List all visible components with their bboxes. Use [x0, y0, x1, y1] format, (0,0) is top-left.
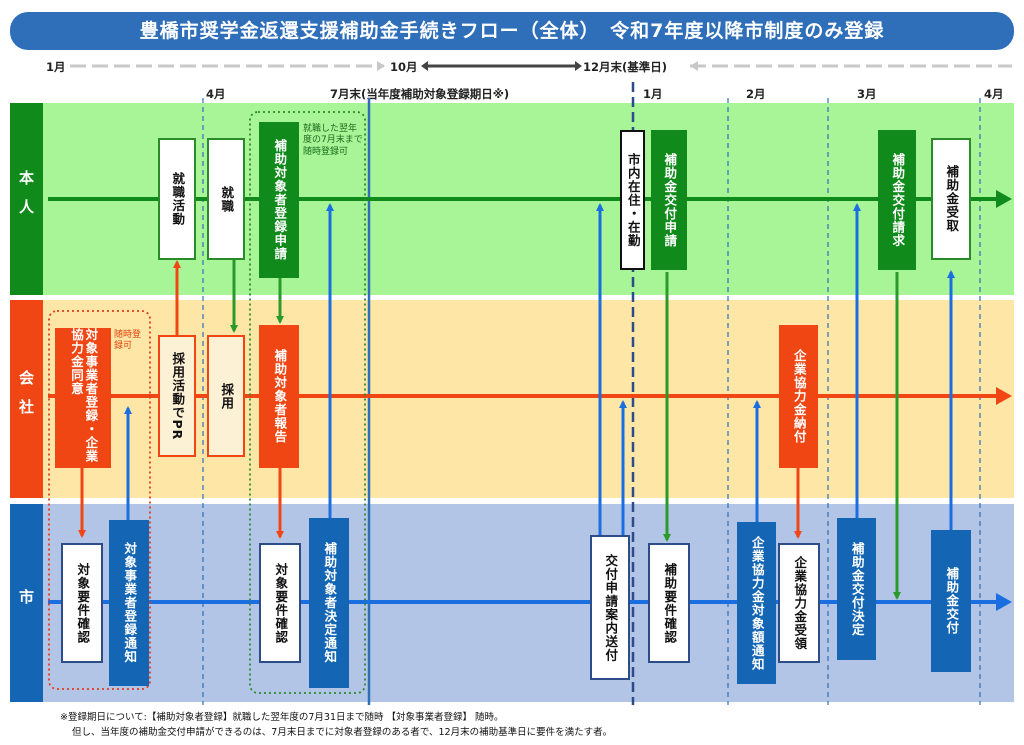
month-feb-label: 2月 [746, 87, 766, 101]
box-hojo-hokoku: 補助対象者報告 [259, 325, 299, 468]
box-hojo-yoken-kakunin: 補助要件確認 [648, 543, 690, 663]
timeline-dec-label: 12月末(基準日) [583, 60, 668, 74]
note-shushoku-zuiji: 就職した翌年度の7月末まで随時登録可 [303, 124, 363, 157]
box-kettei-tsuchi: 補助対象者決定通知 [309, 518, 349, 688]
box-kofu-kettei: 補助金交付決定 [837, 518, 876, 660]
box-kofu-seikyu: 補助金交付請求 [878, 130, 916, 270]
month-jul-end-label: 7月末(当年度補助対象登録期日※) [330, 87, 510, 101]
box-uketori: 補助金受取 [931, 138, 971, 260]
box-kofu-shinsei: 補助金交付申請 [651, 130, 687, 270]
box-jigyosha-tsuchi: 対象事業者登録通知 [109, 520, 149, 686]
box-shinai-zaiju: 市内在住・在勤 [620, 130, 645, 270]
box-hojo-toroku-shinsei: 補助対象者登録申請 [259, 122, 299, 278]
box-shushoku: 就職 [207, 138, 245, 260]
box-saiyo-pr: 採用活動でPR [158, 335, 196, 457]
month-jan-label: 1月 [643, 87, 663, 101]
lane-shi-label: 市 [10, 504, 43, 702]
box-kyoryokukin-gaku-tsuchi: 企業協力金対象額通知 [737, 522, 776, 684]
timeline-jan-label: 1月 [46, 60, 66, 74]
month-apr-label: 4月 [206, 87, 226, 101]
box-kyoryokukin-juryo: 企業協力金受領 [778, 543, 820, 663]
note-zuiji-toroku: 随時登録可 [114, 330, 142, 352]
box-annai-sofu: 交付申請案内送付 [590, 535, 630, 680]
box-saiyo: 採用 [207, 335, 245, 457]
footnote-line2: 但し、当年度の補助金交付申請ができるのは、7月末日までに対象者登録のある者で、1… [72, 727, 613, 738]
diagram-title: 豊橋市奨学金返還支援補助金手続きフロー（全体） 令和7年度以降市制度のみ登録 [10, 12, 1014, 50]
lane-honin-label: 本人 [10, 103, 43, 295]
lane-kaisha-label: 会社 [10, 300, 43, 498]
box-yoken-kakunin-1: 対象要件確認 [61, 543, 103, 663]
month-mar-label: 3月 [857, 87, 877, 101]
box-yoken-kakunin-2: 対象要件確認 [259, 543, 301, 663]
box-shushoku-katsudo: 就職活動 [158, 138, 196, 260]
timeline-oct-label: 10月 [390, 60, 418, 74]
box-kofu: 補助金交付 [931, 530, 971, 672]
footnote-line1: ※登録期日について:【補助対象者登録】就職した翌年度の7月31日まで随時 【対象… [60, 712, 504, 723]
box-kyoryokukin-nofu: 企業協力金納付 [779, 325, 818, 468]
box-jigyosha-toroku: 対象事業者登録・企業協力金同意 [55, 328, 111, 468]
month-apr2-label: 4月 [984, 87, 1004, 101]
